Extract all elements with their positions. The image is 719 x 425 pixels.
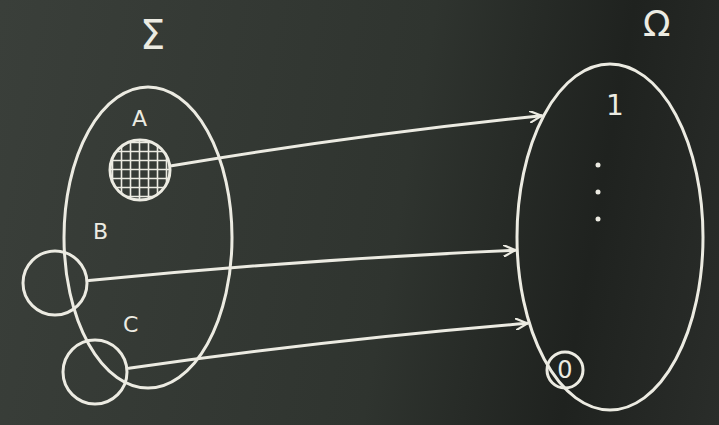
mapping-arrow (89, 250, 515, 280)
subset-circle-outline (21, 249, 89, 317)
subset-name: C (123, 314, 138, 336)
subset-name: B (93, 221, 108, 243)
value-label: 0 (557, 358, 572, 382)
subset-circle: A (108, 138, 172, 202)
value-label: 1 (606, 92, 624, 120)
mapping-arrow (172, 116, 542, 166)
ellipsis-dot (596, 190, 601, 195)
mapping-arrow (129, 323, 528, 368)
set-name: Σ (140, 15, 165, 55)
subset-name: A (132, 108, 147, 130)
subset-circle: B (21, 249, 89, 317)
set-name: Ω (643, 6, 671, 42)
set-ellipse-outline (62, 85, 234, 390)
ellipsis-dot (596, 163, 601, 168)
subset-circle-outline (108, 138, 172, 202)
subset-circle-outline (61, 338, 129, 406)
value-circle: 0 (545, 350, 585, 390)
set-ellipse: ΣABC (62, 85, 234, 390)
ellipsis-dot (596, 217, 601, 222)
subset-circle: C (61, 338, 129, 406)
